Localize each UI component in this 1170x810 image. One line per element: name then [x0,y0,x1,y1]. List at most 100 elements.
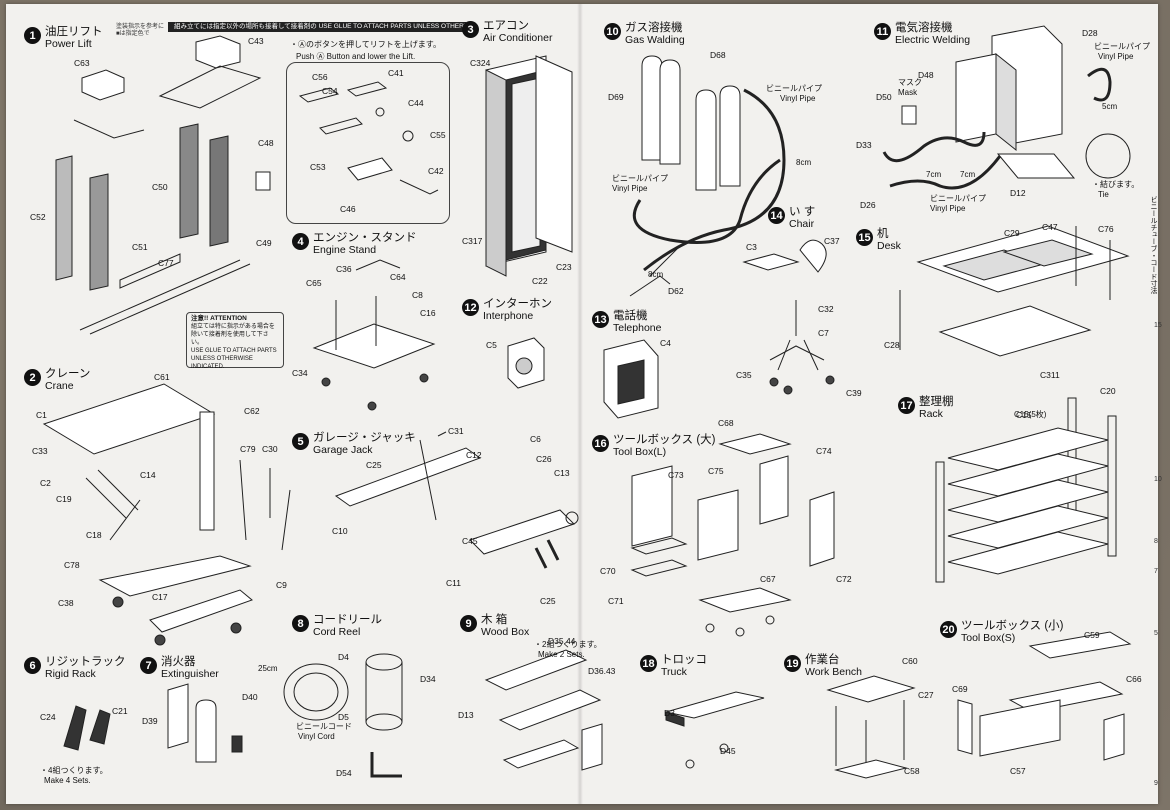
part-label: C64 [390,272,406,282]
attention-title: 注意!! ATTENTION [191,315,247,322]
desk-drawing [899,225,1130,357]
part-label: C28 [884,340,900,350]
rigid-rack-note-en: Make 4 Sets. [44,776,91,785]
step-number: 15 [856,229,873,246]
vinyl-cord-en: Vinyl Cord [298,732,335,741]
title-jp: クレーン [45,368,91,380]
title-jp: 作業台 [805,654,840,666]
garage-jack-drawing [334,431,579,569]
part-label: C51 [132,242,148,252]
step-number: 12 [462,299,479,316]
vinyl-pipe-jp: ビニールパイプ [930,194,986,203]
title-en: Extinguisher [161,668,219,680]
toolbox-small-drawing [957,631,1132,761]
title-en: Electric Welding [895,34,971,46]
part-label: C9 [276,580,287,590]
part-label: C39 [846,388,862,398]
rack-shelves: C15(5枚) [1014,410,1047,419]
step-number: 11 [874,23,891,40]
glue-banner: 組み立てには指定以外の場所も接着して接着剤の USE GLUE TO ATTAC… [168,22,466,32]
part-label: C69 [952,684,968,694]
part-label: C58 [904,766,920,776]
part-label: C12 [466,450,482,460]
section-16-title: 16 ツールボックス (大)Tool Box(L) [592,434,716,458]
title-jp: 机 [877,228,889,240]
part-label: C42 [428,166,444,176]
title-jp: ガレージ・ジャッキ [313,432,416,444]
pipe-length: 8cm [796,158,812,167]
part-label: C32 [818,304,834,314]
title-jp: エンジン・スタンド [313,232,417,244]
part-label: C11 [446,578,461,588]
part-label: C324 [470,58,491,68]
legend-line: 塗装指示を参考に [116,24,165,30]
step-number: 19 [784,655,801,672]
part-label: D3 [664,708,675,718]
part-label: C47 [1042,222,1058,232]
part-label: D26 [860,200,876,210]
part-label: D54 [336,768,352,778]
part-label: C52 [30,212,46,222]
part-label: C22 [532,276,548,286]
part-label: C16 [420,308,436,318]
page-number: 9 [1154,780,1158,787]
part-label: D45 [720,746,736,756]
title-jp: エアコン [483,20,529,32]
part-label: C36 [336,264,352,274]
part-label: C78 [64,560,80,570]
part-label: D12 [1010,188,1026,198]
vinyl-pipe-jp: ビニールパイプ [1094,42,1150,51]
step-number: 8 [292,615,309,632]
step-number: 20 [940,621,957,638]
title-jp: 整理棚 [919,396,954,408]
title-en: Truck [661,666,687,678]
part-label: C72 [836,574,852,584]
part-label: C73 [668,470,684,480]
part-label: D13 [458,710,474,720]
part-label: C56 [312,72,328,82]
step-number: 1 [24,27,41,44]
title-jp: ツールボックス (大) [613,434,716,446]
page-fold [577,4,583,804]
ruler-mark: 10 [1154,476,1162,483]
vinyl-pipe-en: Vinyl Pipe [780,94,816,103]
step-number: 18 [640,655,657,672]
part-label: C30 [262,444,278,454]
part-label: D35.44 [548,636,576,646]
part-label: C77 [158,258,174,268]
wood-box-note-jp: ・2組つくります。 [534,640,602,649]
pipe-length: 8cm [648,270,664,279]
part-label: C8 [412,290,423,300]
vinyl-pipe-jp: ビニールパイプ [766,84,822,93]
part-label: C54 [322,86,338,96]
part-label: D40 [242,692,258,702]
part-label: C71 [608,596,624,606]
title-en: Telephone [613,322,662,334]
telephone-drawing [603,339,659,419]
part-label: C14 [140,470,156,480]
part-label: C37 [824,236,840,246]
title-en: Tool Box(S) [961,632,1016,644]
title-en: Chair [789,218,815,230]
lift-note-jp: ・Ⓐのボタンを押してリフトを上げます。 [290,40,441,49]
wood-box-note-en: Make 2 Sets. [538,650,585,659]
part-label: C43 [248,36,264,46]
step-number: 10 [604,23,621,40]
vinyl-pipe-en: Vinyl Pipe [930,204,966,213]
part-label: C17 [152,592,168,602]
title-jp: ツールボックス (小) [961,620,1064,632]
title-jp: リジットラック [45,656,126,668]
